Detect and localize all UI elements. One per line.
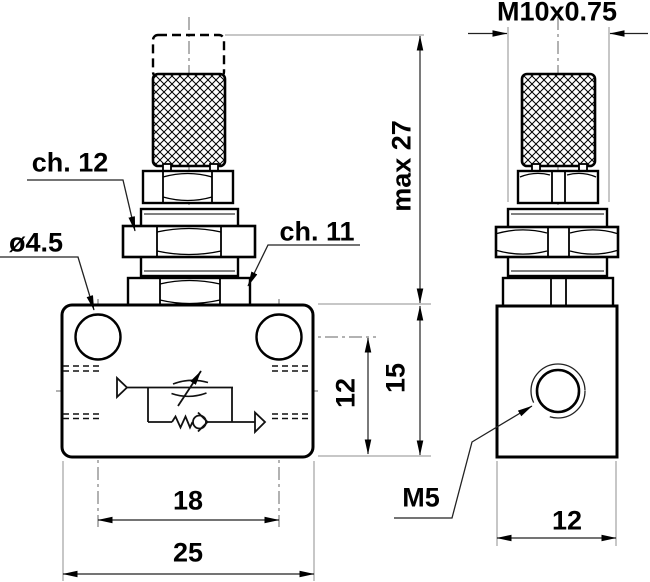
mount-hole-right [255, 313, 303, 361]
flow-control-symbol [116, 370, 267, 435]
label-wrench-small: ch. 11 [279, 216, 355, 247]
hidden-port-lines [63, 365, 312, 420]
mount-hole-left [74, 313, 122, 361]
m5-thread-arc [530, 363, 586, 419]
label-body-height: 15 [380, 362, 411, 394]
side-view [494, 72, 620, 459]
large-hex-nut-front [121, 224, 257, 259]
label-port-thread: M5 [402, 482, 440, 513]
leader-ch12 [27, 179, 136, 232]
m5-port-hole [535, 368, 581, 414]
spring-symbol [171, 414, 194, 430]
label-front-width: 25 [172, 537, 204, 568]
extension-lines [62, 27, 617, 581]
label-thread-size: M10x0.75 [496, 0, 618, 27]
check-ball [192, 414, 207, 430]
inlet-arrow [116, 375, 129, 400]
knob-phantom-outline [151, 33, 226, 79]
large-hex-nut-side [494, 225, 620, 259]
label-side-width: 12 [551, 505, 583, 536]
bottom-hex-nut-front [126, 276, 252, 308]
throttle-arcs [171, 379, 209, 398]
knurled-knob-front [151, 72, 227, 168]
outlet-arrow [254, 410, 267, 435]
label-max-height: max 27 [386, 120, 417, 212]
label-center-to-base: 12 [330, 377, 361, 409]
leader-lines [0, 179, 533, 519]
front-view [60, 33, 315, 459]
dimension-lines [62, 30, 648, 578]
label-wrench-large: ch. 12 [31, 147, 109, 178]
top-hex-nut-side [516, 169, 600, 205]
label-hole-spacing: 18 [172, 485, 204, 516]
valve-body-side [495, 304, 619, 459]
knurled-knob-side [520, 72, 597, 168]
leader-dia45 [0, 256, 95, 311]
label-hole-diameter: ø4.5 [8, 227, 64, 258]
adjustability-arrow [177, 370, 202, 407]
leader-m5 [394, 405, 533, 519]
leader-ch11 [247, 244, 360, 287]
bottom-hex-nut-side [501, 276, 615, 308]
top-hex-nut-front [141, 169, 235, 205]
